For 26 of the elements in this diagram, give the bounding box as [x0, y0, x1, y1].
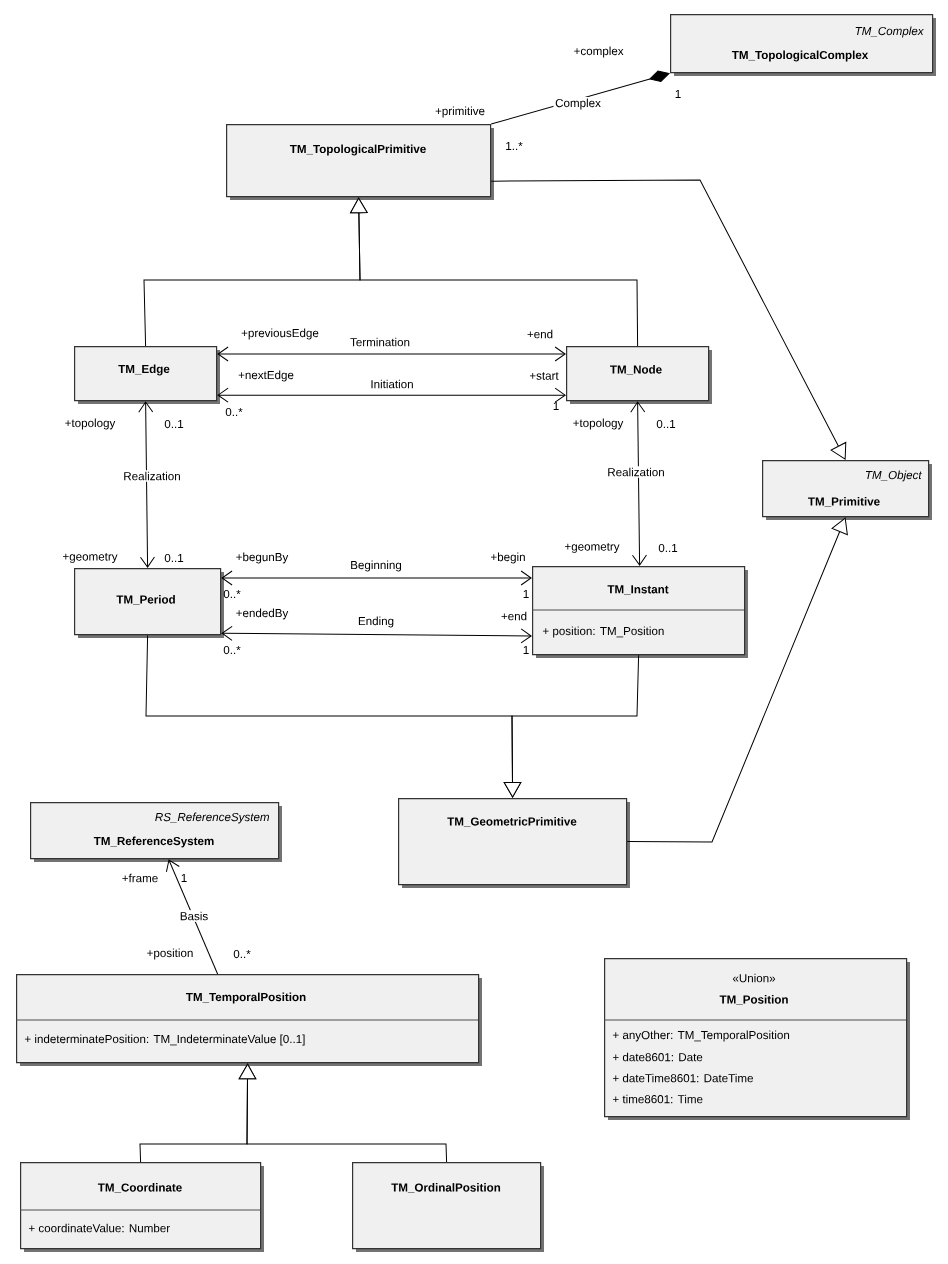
class-box — [603, 958, 910, 1120]
class-box — [531, 566, 748, 658]
class-box — [352, 1162, 544, 1252]
class-box — [566, 346, 712, 404]
class-box — [74, 346, 220, 404]
connector — [626, 517, 848, 843]
connector — [165, 859, 219, 975]
connector — [221, 625, 532, 644]
connector — [221, 570, 532, 586]
connector — [217, 346, 566, 362]
connector — [490, 179, 847, 460]
connector — [630, 401, 647, 566]
connector — [238, 1063, 448, 1163]
class-box — [19, 1162, 264, 1252]
connector — [503, 654, 640, 798]
class-box — [30, 802, 282, 862]
class-box — [15, 974, 482, 1066]
connector — [138, 401, 155, 568]
connector — [350, 197, 639, 347]
class-box — [762, 460, 932, 520]
connector — [217, 387, 566, 403]
class-box — [670, 14, 936, 76]
class-box — [226, 124, 494, 200]
class-box — [74, 568, 224, 638]
connector — [490, 70, 670, 125]
class-box — [398, 798, 630, 888]
